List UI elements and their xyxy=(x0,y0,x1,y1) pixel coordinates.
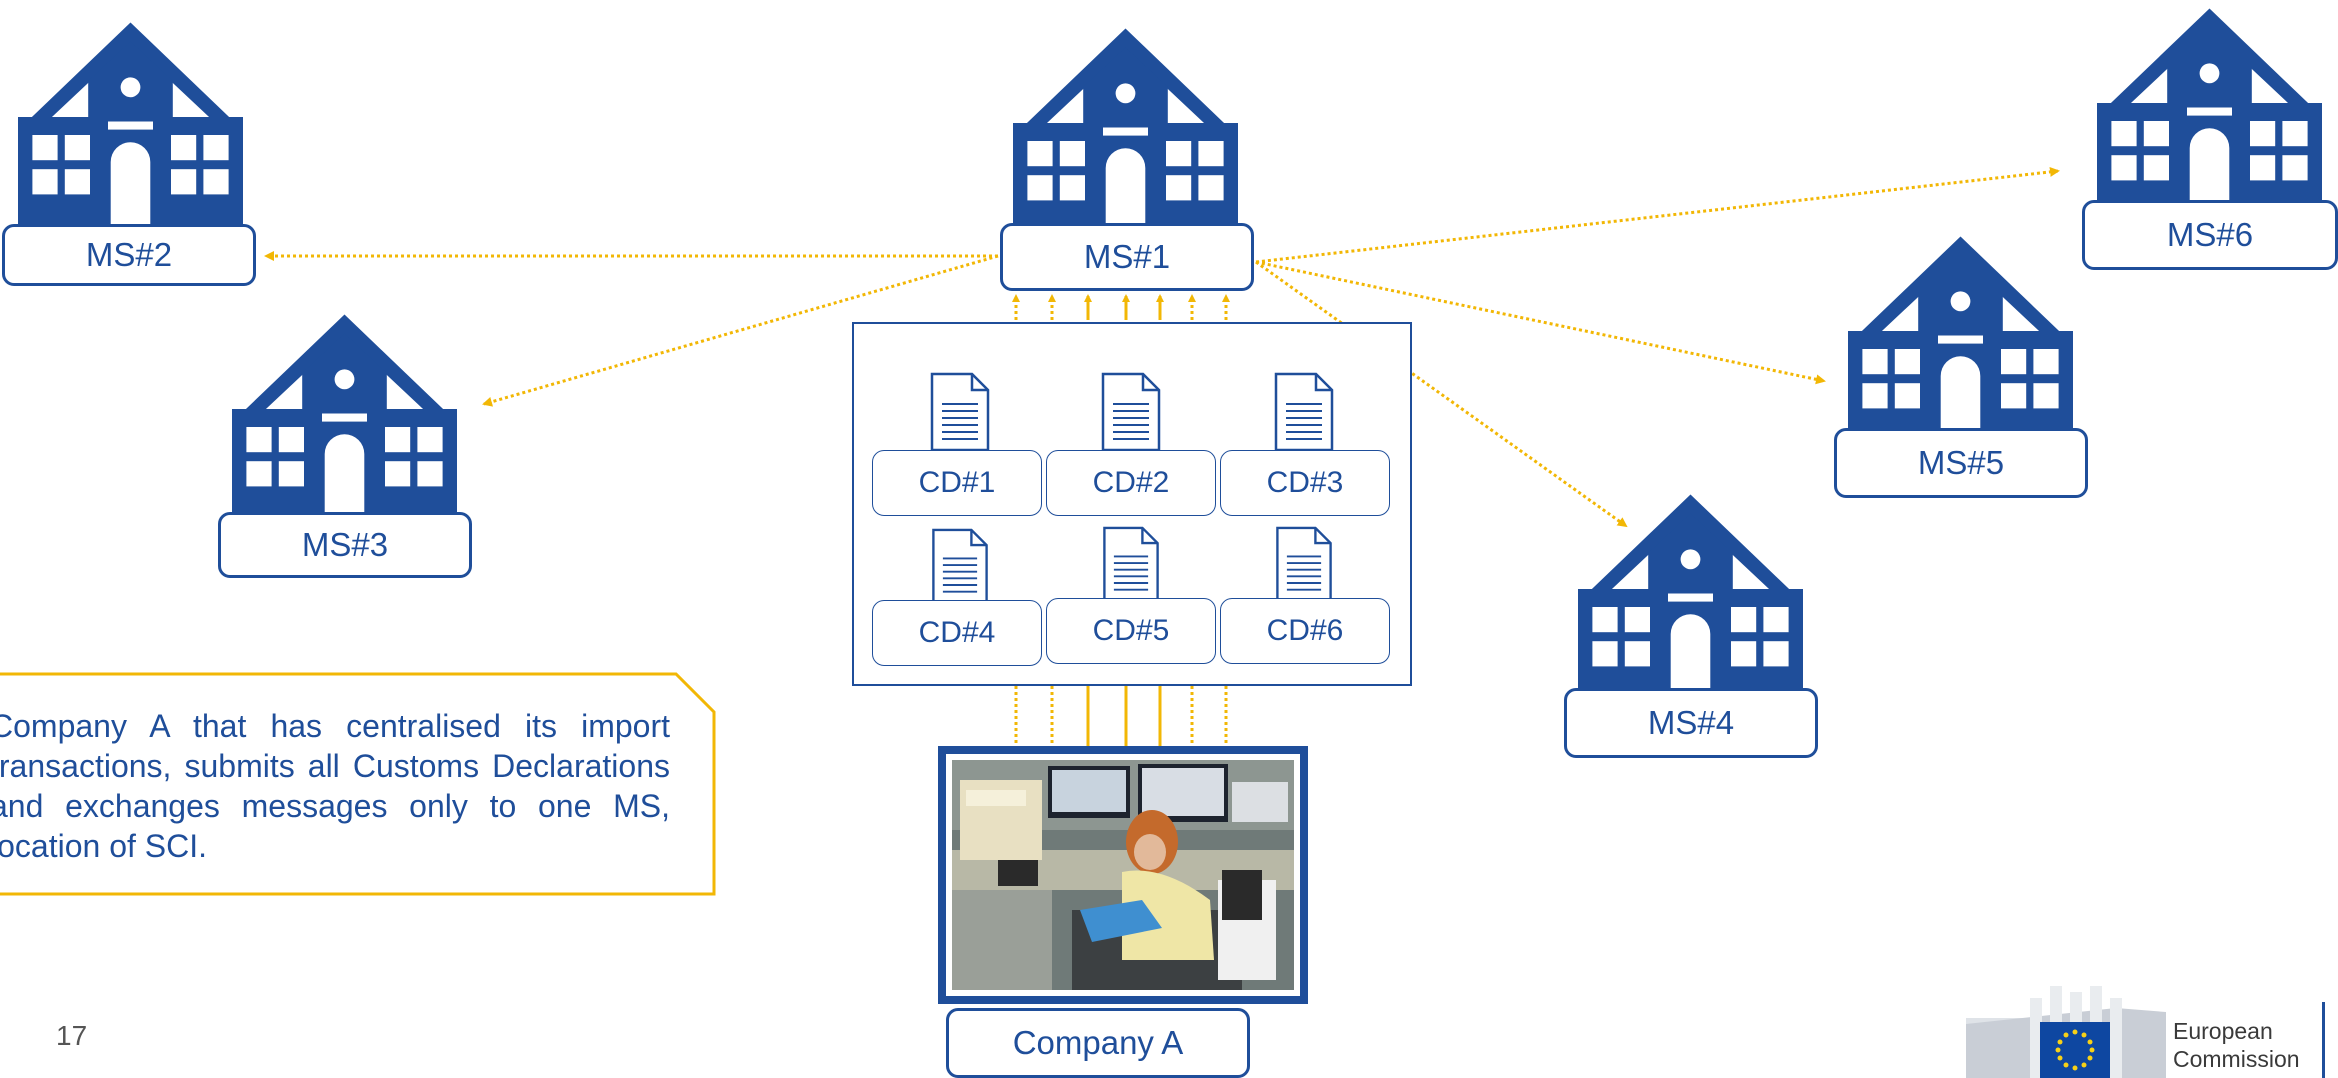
logo-divider xyxy=(2322,1002,2325,1078)
building-ms2-icon xyxy=(8,18,253,243)
callout-text: Company A that has centralised its impor… xyxy=(0,708,670,864)
document-icon xyxy=(930,528,990,604)
cd-label: CD#4 xyxy=(872,600,1042,666)
document-icon xyxy=(1274,372,1334,452)
arrow-ms1-ms3 xyxy=(482,254,999,407)
cd-label: CD#3 xyxy=(1220,450,1390,516)
cd-label: CD#1 xyxy=(872,450,1042,516)
ms1-label: MS#1 xyxy=(1000,223,1254,291)
cd-label: CD#2 xyxy=(1046,450,1216,516)
building-ms6-icon xyxy=(2087,4,2332,229)
building-ms3-icon xyxy=(222,310,467,535)
company-photo xyxy=(938,746,1308,1004)
ms2-label: MS#2 xyxy=(2,224,256,286)
document-icon xyxy=(1101,526,1161,602)
logo-line2: Commission xyxy=(2173,1046,2300,1072)
ms3-label: MS#3 xyxy=(218,512,472,578)
arrow-ms1-ms4 xyxy=(1255,260,1628,528)
page-number: 17 xyxy=(56,1020,88,1051)
ms5-label: MS#5 xyxy=(1834,428,2088,498)
ms4-label: MS#4 xyxy=(1564,688,1818,758)
building-ms5-icon xyxy=(1838,232,2083,457)
callout-box xyxy=(0,672,716,896)
european-commission-wordmark: European Commission xyxy=(2173,1017,2300,1073)
arrow-ms1-ms6 xyxy=(1255,166,2060,264)
european-commission-logo-icon xyxy=(1966,986,2166,1078)
company-label: Company A xyxy=(946,1008,1250,1078)
cd-label: CD#5 xyxy=(1046,598,1216,664)
document-icon xyxy=(930,372,990,452)
building-ms1-icon xyxy=(1003,24,1248,249)
document-icon xyxy=(1101,372,1161,452)
document-icon xyxy=(1274,526,1334,602)
building-ms4-icon xyxy=(1568,490,1813,715)
cd-label: CD#6 xyxy=(1220,598,1390,664)
logo-line1: European xyxy=(2173,1018,2273,1044)
arrow-ms1-ms5 xyxy=(1255,260,1826,385)
ms6-label: MS#6 xyxy=(2082,200,2338,270)
